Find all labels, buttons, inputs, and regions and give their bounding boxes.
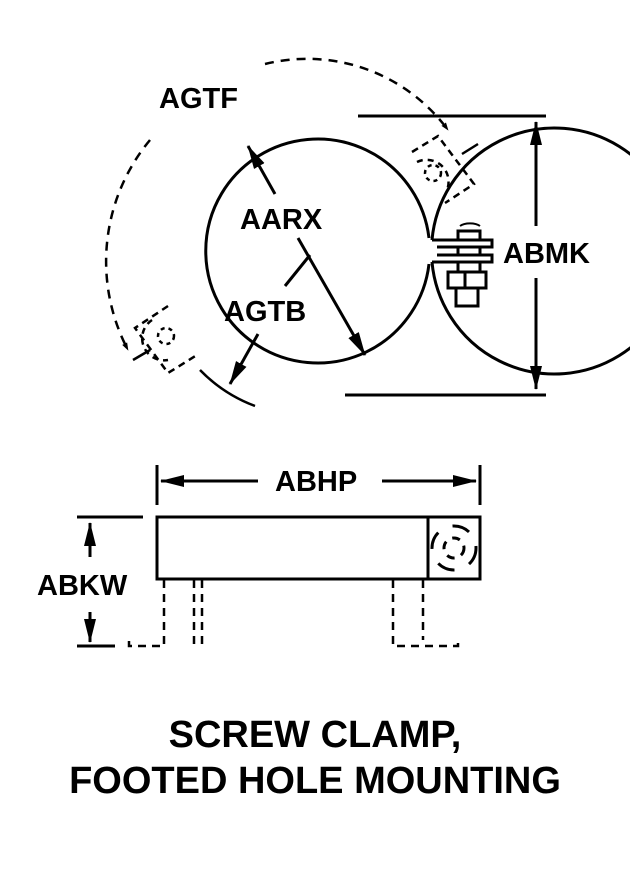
label-abhp: ABHP — [275, 466, 357, 498]
agtb-extension-arc — [199, 369, 256, 408]
agtf-arc — [104, 57, 479, 362]
caption: SCREW CLAMP, FOOTED HOLE MOUNTING — [0, 712, 630, 804]
caption-line-1: SCREW CLAMP, — [168, 714, 462, 756]
abhp-dimension — [155, 465, 482, 505]
aarx-leaders — [228, 145, 367, 385]
bolt — [446, 222, 488, 308]
abkw-dimension — [77, 515, 143, 648]
clamp-side-body — [155, 515, 482, 581]
label-abmk: ABMK — [503, 238, 590, 270]
dashed-foot-bottom — [133, 304, 198, 375]
label-abkw: ABKW — [37, 570, 128, 602]
dashed-feet-side — [127, 580, 460, 648]
label-agtf: AGTF — [159, 83, 238, 115]
abmk-dimension — [345, 114, 546, 397]
label-agtb: AGTB — [224, 296, 306, 328]
screw-head-icon — [430, 524, 478, 572]
label-aarx: AARX — [240, 204, 323, 236]
dashed-foot-top — [411, 134, 476, 205]
caption-line-2: FOOTED HOLE MOUNTING — [69, 760, 561, 802]
